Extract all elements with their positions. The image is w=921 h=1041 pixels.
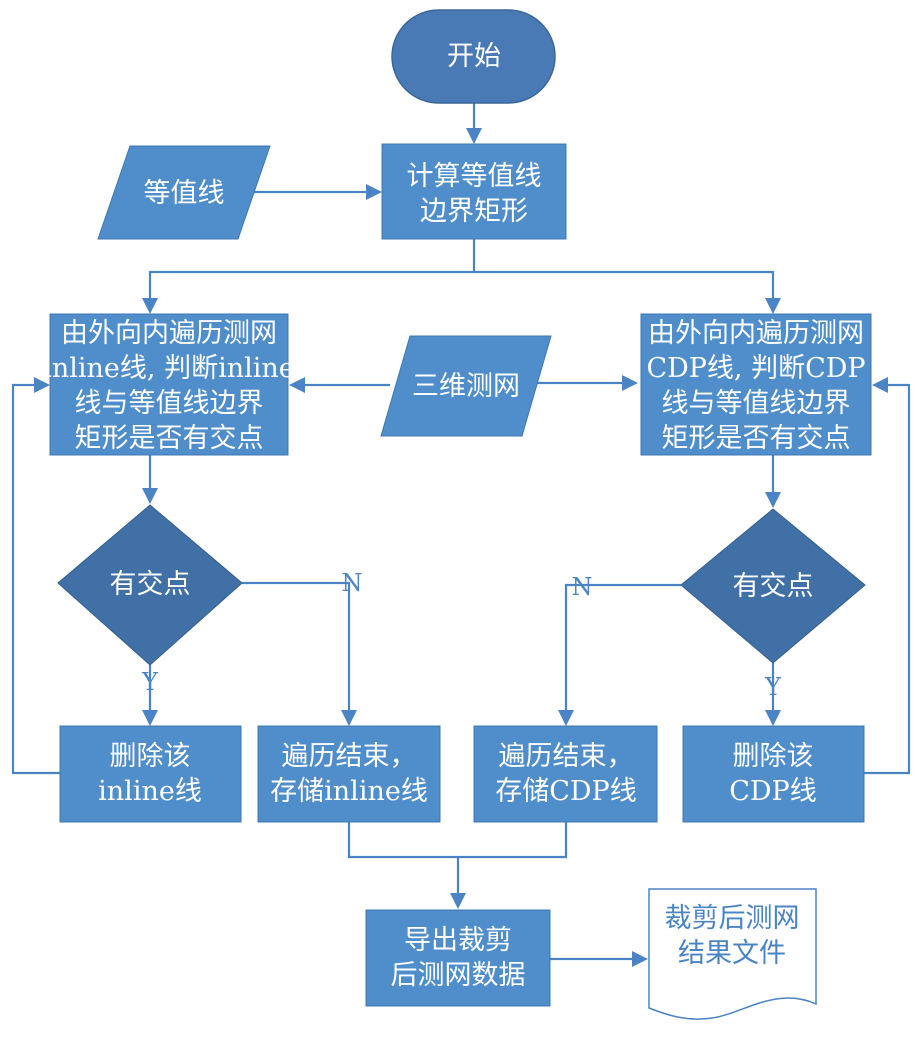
right-traverse-node: 由外向内遍历测网 CDP线, 判断CDP 线与等值线边界 矩形是否有交点: [640, 313, 872, 456]
contour-label: 等值线: [144, 178, 225, 209]
right-decision-label: 有交点: [733, 571, 814, 602]
arrowhead: [366, 184, 382, 200]
start-node: 开始: [391, 9, 556, 104]
left-traverse-line4: 矩形是否有交点: [75, 423, 264, 454]
left-end-line2: 存储inline线: [270, 776, 428, 807]
edge-ends-merge: [347, 822, 568, 895]
left-traverse-node: 由外向内遍历测网 inline线, 判断inline 线与等值线边界 矩形是否有…: [43, 313, 295, 456]
right-traverse-line4: 矩形是否有交点: [662, 423, 851, 454]
contour-input-node: 等值线: [97, 145, 271, 240]
edge-label-right-yes: Y: [764, 673, 782, 701]
export-node: 导出裁剪 后测网数据: [365, 909, 551, 1007]
arrowhead: [632, 951, 648, 967]
right-traverse-line2: CDP线, 判断CDP: [646, 353, 865, 384]
edge-label-left-yes: Y: [141, 668, 159, 696]
arrowhead: [142, 488, 158, 504]
left-end-line1: 遍历结束，: [282, 741, 417, 772]
edge-right-loop: [864, 383, 911, 775]
export-line1: 导出裁剪: [404, 925, 512, 956]
result-document-node: 裁剪后测网 结果文件: [648, 888, 817, 1020]
right-delete-node: 删除该 CDP线: [682, 725, 865, 823]
arrowhead: [558, 710, 574, 726]
right-delete-line1: 删除该: [733, 741, 814, 772]
right-end-line1: 遍历结束，: [499, 741, 634, 772]
arrowhead: [765, 298, 781, 314]
arrowhead: [341, 710, 357, 726]
arrowhead: [872, 377, 888, 393]
edge-compute-split: [148, 239, 775, 298]
left-traverse-line1: 由外向内遍历测网: [61, 318, 277, 349]
arrowhead: [34, 377, 50, 393]
left-end-node: 遍历结束， 存储inline线: [257, 725, 441, 823]
right-traverse-line1: 由外向内遍历测网: [648, 318, 864, 349]
arrowhead: [289, 377, 305, 393]
edge-right-no: [564, 583, 681, 712]
result-doc-line1: 裁剪后测网: [665, 903, 800, 934]
right-end-node: 遍历结束， 存储CDP线: [473, 725, 658, 823]
compute-rect-node: 计算等值线 边界矩形: [381, 143, 567, 240]
left-decision-label: 有交点: [110, 569, 191, 600]
survey-input-node: 三维测网: [380, 335, 552, 437]
edge-left-no: [242, 581, 351, 712]
right-traverse-line3: 线与等值线边界: [662, 388, 851, 419]
left-traverse-line2: inline线, 判断inline: [43, 353, 295, 384]
left-decision-node: 有交点: [57, 504, 243, 666]
compute-label-line1: 计算等值线: [407, 161, 542, 192]
left-traverse-line3: 线与等值线边界: [75, 388, 264, 419]
compute-label-line2: 边界矩形: [420, 196, 528, 227]
edge-label-right-no: N: [572, 573, 593, 601]
left-delete-node: 删除该 inline线: [59, 725, 242, 823]
arrowhead: [142, 710, 158, 726]
right-decision-node: 有交点: [680, 508, 866, 664]
arrowhead: [466, 128, 482, 144]
arrowhead: [765, 492, 781, 508]
right-delete-line2: CDP线: [729, 776, 816, 807]
arrowhead: [622, 375, 638, 391]
arrowhead: [450, 893, 466, 909]
edge-left-loop: [11, 383, 60, 775]
left-delete-line2: inline线: [98, 776, 202, 807]
arrowhead: [142, 298, 158, 314]
result-doc-line2: 结果文件: [678, 938, 786, 969]
start-label: 开始: [447, 41, 501, 72]
edge-label-left-no: N: [342, 569, 363, 597]
left-delete-line1: 删除该: [110, 741, 191, 772]
arrowhead: [765, 710, 781, 726]
survey-label: 三维测网: [412, 371, 520, 402]
right-end-line2: 存储CDP线: [495, 776, 636, 807]
export-line2: 后测网数据: [391, 960, 526, 991]
